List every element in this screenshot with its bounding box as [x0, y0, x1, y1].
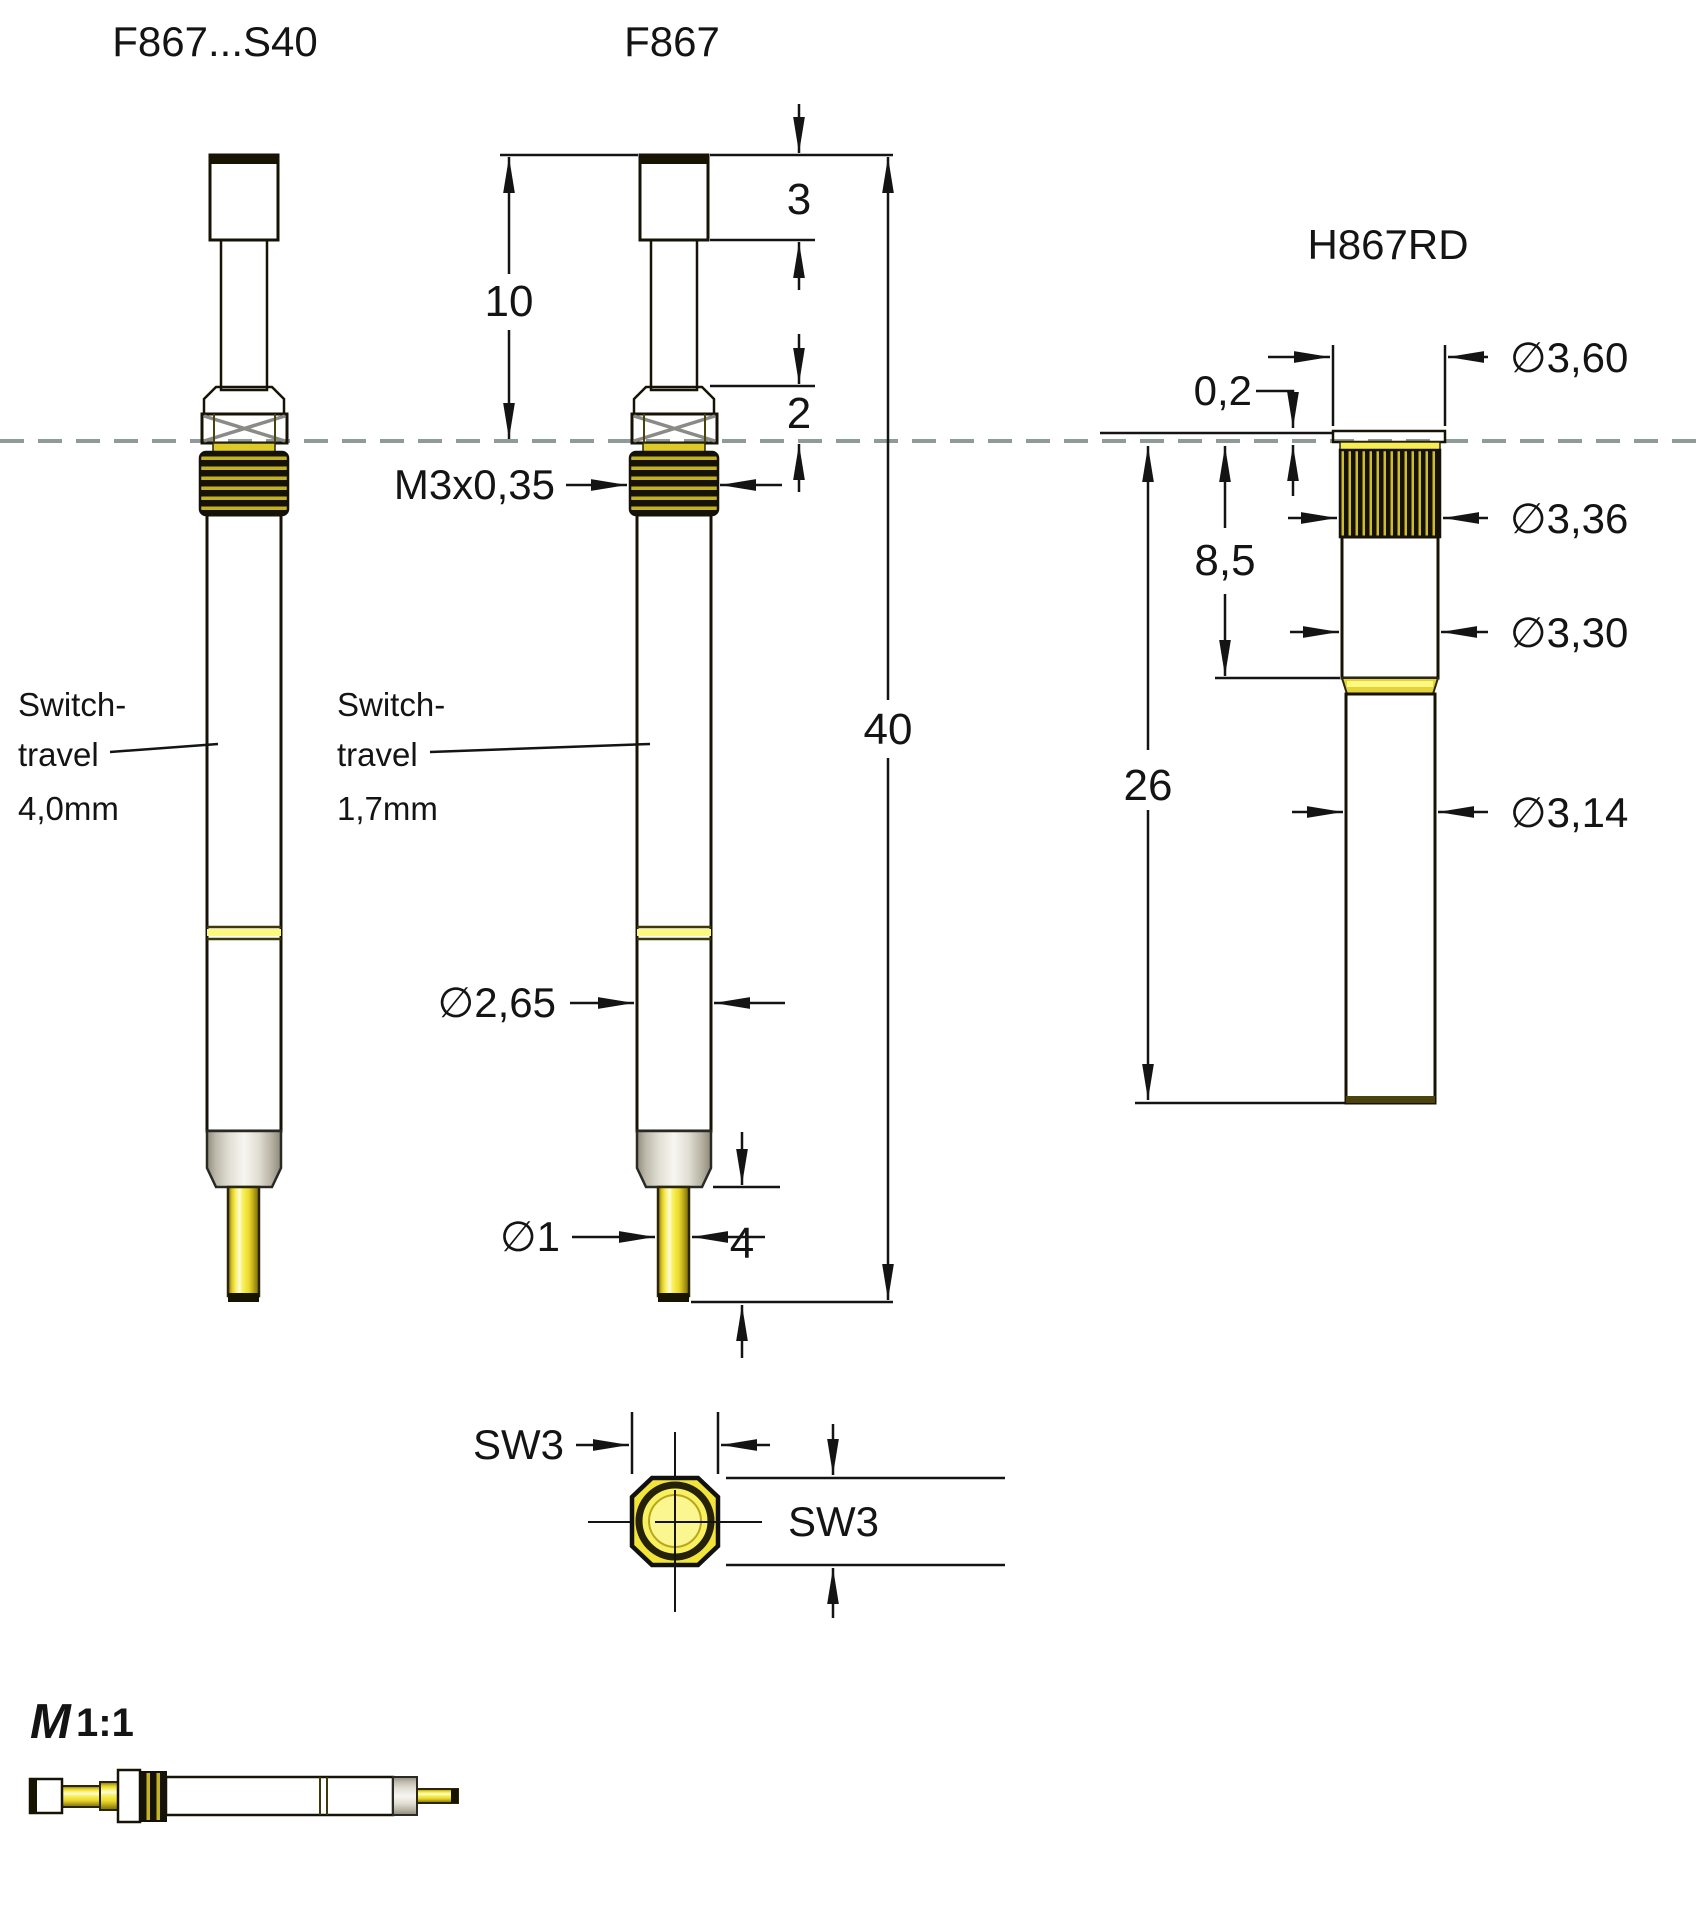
dim-label-3: 3 — [787, 175, 811, 224]
hprobe-thread — [139, 1771, 167, 1822]
dim-label-02: 0,2 — [1194, 367, 1252, 414]
dim-label-26: 26 — [1124, 761, 1173, 810]
leader-switch-travel-s40 — [109, 742, 219, 754]
title-receptacle: H867RD — [1307, 221, 1468, 268]
scale-1-1-probe-view — [28, 1768, 459, 1824]
hprobe-tip-edge — [451, 1789, 458, 1803]
dim-label-thread: M3x0,35 — [394, 461, 555, 508]
hprobe-silver-ring — [392, 1776, 418, 1816]
dim-02-leader — [1256, 389, 1299, 428]
probe-f867-body — [628, 153, 720, 1304]
switch-travel-f867-line2: travel — [337, 736, 418, 773]
title-probe-f867: F867 — [624, 18, 720, 65]
dim-label-barrel-dia: ∅2,65 — [438, 979, 556, 1026]
hprobe-hex — [116, 1768, 142, 1824]
receptacle-knurl — [1338, 448, 1442, 539]
probe-f867-s40-drawing — [198, 153, 290, 1304]
dim-label-360: ∅3,60 — [1510, 334, 1628, 381]
switch-travel-s40-line1: Switch- — [18, 686, 126, 723]
scale-ratio-label: 1:1 — [76, 1701, 134, 1745]
dim-label-336: ∅3,36 — [1510, 495, 1628, 542]
dim-label-314: ∅3,14 — [1510, 789, 1628, 836]
switch-travel-s40-line2: travel — [18, 736, 99, 773]
hex-cross-section-view — [588, 1432, 762, 1612]
probe-s40-body — [198, 153, 290, 1304]
switch-travel-f867-line3: 1,7mm — [337, 790, 438, 827]
receptacle-upper-barrel — [1340, 535, 1440, 680]
title-probe-s40: F867...S40 — [112, 18, 317, 65]
probe-f867-drawing — [628, 153, 720, 1304]
hprobe-barrel — [164, 1775, 395, 1817]
dim-label-tip-dia: ∅1 — [500, 1213, 560, 1260]
receptacle-lower-barrel — [1344, 692, 1437, 1105]
dim-label-sw3-height: SW3 — [788, 1498, 879, 1545]
dim-label-85: 8,5 — [1194, 536, 1255, 585]
hprobe-head-edge — [30, 1779, 37, 1813]
dim-label-sw3-width: SW3 — [473, 1421, 564, 1468]
dim-label-40: 40 — [864, 705, 913, 754]
receptacle-ring-highlight — [1347, 681, 1433, 687]
receptacle-bottom-edge — [1346, 1096, 1435, 1103]
dim-label-4: 4 — [730, 1219, 754, 1268]
hprobe-shaft — [61, 1785, 101, 1808]
hprobe-collar — [99, 1781, 119, 1811]
dim-label-10: 10 — [485, 277, 534, 326]
scale-m-label: M — [30, 1695, 72, 1749]
dim-label-330: ∅3,30 — [1510, 609, 1628, 656]
text-labels: F867...S40 F867 H867RD 10 3 2 40 M3x0,35… — [18, 18, 1628, 1749]
switch-travel-f867-line1: Switch- — [337, 686, 445, 723]
dimension-annotations — [109, 104, 1488, 1618]
switch-travel-s40-line3: 4,0mm — [18, 790, 119, 827]
receptacle-h867rd-drawing — [1331, 429, 1447, 1105]
dim-label-2: 2 — [787, 389, 811, 438]
leader-switch-travel-f867 — [429, 742, 651, 754]
